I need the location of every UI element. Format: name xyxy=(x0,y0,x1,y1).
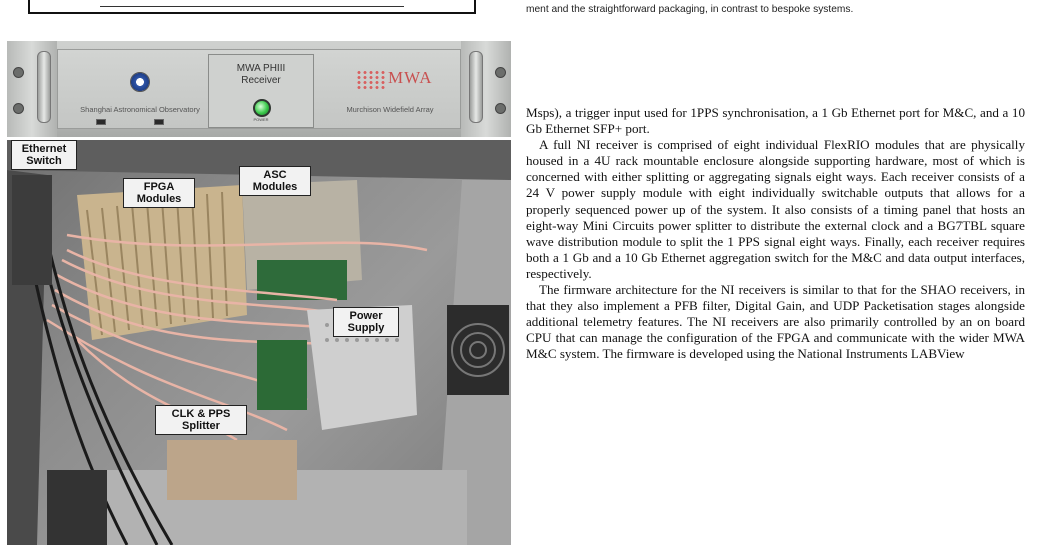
label-fpga-line2: Modules xyxy=(136,193,182,205)
receiver-title-line1: MWA PHIII xyxy=(236,63,286,74)
clk-pps-splitter-board xyxy=(167,440,297,500)
label-fpga-modules: FPGA Modules xyxy=(123,178,195,208)
label-clk-line1: CLK & PPS xyxy=(171,408,231,420)
ethernet-switch-box xyxy=(12,175,52,285)
receiver-title-box: MWA PHIII Receiver POWER xyxy=(208,54,314,128)
previous-figure-caption-tail: ment and the straightforward packaging, … xyxy=(526,4,854,15)
rack-screw-icon xyxy=(495,67,506,78)
paragraph-3: The firmware architecture for the NI rec… xyxy=(526,282,1025,362)
label-power-line2: Supply xyxy=(347,322,385,334)
chassis-back-wall xyxy=(7,140,511,180)
paragraph-2: A full NI receiver is comprised of eight… xyxy=(526,137,1025,281)
rack-handle-icon xyxy=(469,51,483,123)
left-org-name: Shanghai Astronomical Observatory xyxy=(80,105,200,114)
label-clk-pps-splitter: CLK & PPS Splitter xyxy=(155,405,247,435)
label-power-line1: Power xyxy=(349,310,383,322)
power-label: POWER xyxy=(253,117,269,122)
rack-handle-icon xyxy=(37,51,51,123)
cooling-fan-icon xyxy=(447,305,509,395)
rack-ear-left xyxy=(7,41,57,137)
mwa-logo-text: MWA xyxy=(388,68,433,87)
panel-face: Shanghai Astronomical Observatory MWA PH… xyxy=(57,49,461,129)
chassis-illustration xyxy=(7,140,511,545)
label-fpga-line1: FPGA xyxy=(143,181,175,193)
rack-screw-icon xyxy=(13,67,24,78)
power-button-icon xyxy=(253,99,271,117)
label-clk-line2: Splitter xyxy=(182,420,220,432)
observatory-logo-icon xyxy=(130,72,150,92)
status-led-icon xyxy=(154,119,164,125)
rack-screw-icon xyxy=(495,103,506,114)
label-asc-line2: Modules xyxy=(252,181,298,193)
label-ethernet-switch-line1: Ethernet xyxy=(21,143,67,155)
receiver-figure: Shanghai Astronomical Observatory MWA PH… xyxy=(7,41,511,545)
receiver-front-panel: Shanghai Astronomical Observatory MWA PH… xyxy=(7,41,511,137)
receiver-title-line2: Receiver xyxy=(241,75,281,86)
label-asc-modules: ASC Modules xyxy=(239,166,311,196)
label-ethernet-switch-line2: Switch xyxy=(26,155,62,167)
status-led-icon xyxy=(96,119,106,125)
label-asc-line1: ASC xyxy=(263,169,287,181)
rack-screw-icon xyxy=(13,103,24,114)
receiver-chassis-photo: Ethernet Switch FPGA Modules ASC Modules… xyxy=(7,140,511,545)
asc-module-board xyxy=(242,180,362,300)
mwa-logo: MWA xyxy=(356,68,436,90)
fpga-heatsink xyxy=(77,185,247,340)
mwa-logo-dots-icon xyxy=(356,70,386,90)
power-distribution-board xyxy=(257,340,307,410)
label-ethernet-switch: Ethernet Switch xyxy=(11,140,77,170)
body-text-column: Msps), a trigger input used for 1PPS syn… xyxy=(526,105,1025,363)
rack-ear-right xyxy=(461,41,511,137)
right-org-name: Murchison Widefield Array xyxy=(346,105,434,114)
previous-figure-line xyxy=(100,6,404,7)
previous-figure-frame xyxy=(28,0,476,14)
paragraph-1: Msps), a trigger input used for 1PPS syn… xyxy=(526,105,1025,137)
bottom-fan-icon xyxy=(47,470,107,545)
label-power-supply: Power Supply xyxy=(333,307,399,337)
